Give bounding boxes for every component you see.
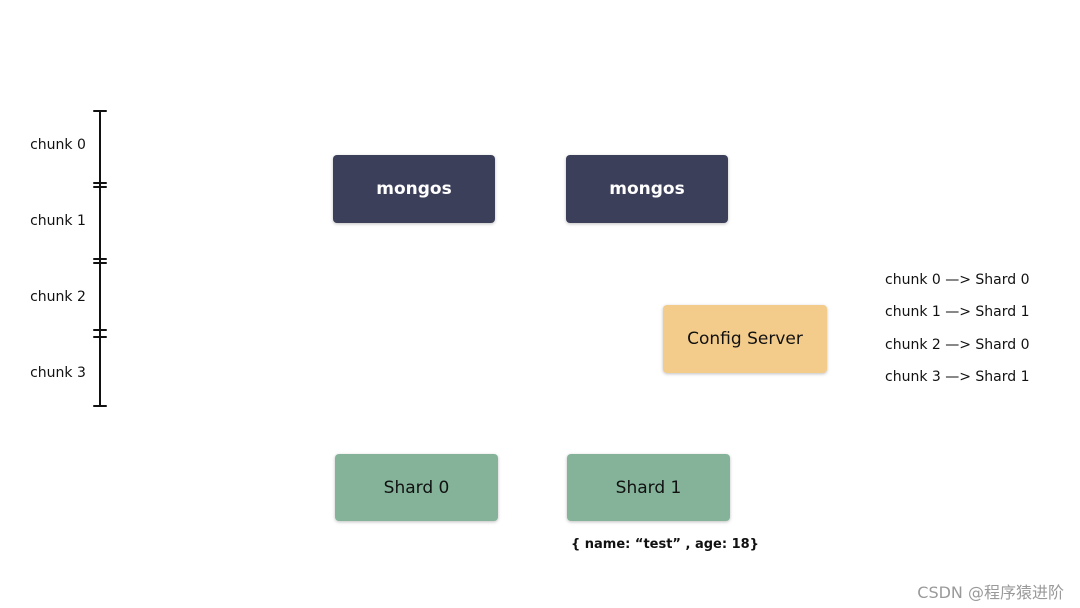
document-example: { name: “test” , age: 18} (571, 537, 759, 552)
mongos-node-1: mongos (333, 155, 495, 223)
mapping-chunk-1: chunk 1 —> Shard 1 (885, 304, 1030, 320)
mongos-label: mongos (376, 179, 452, 199)
mongos-label: mongos (609, 179, 685, 199)
mapping-chunk-2: chunk 2 —> Shard 0 (885, 337, 1030, 353)
config-server-node: Config Server (663, 305, 827, 373)
shard-node-0: Shard 0 (335, 454, 498, 521)
mapping-chunk-3: chunk 3 —> Shard 1 (885, 369, 1030, 385)
mapping-chunk-0: chunk 0 —> Shard 0 (885, 272, 1030, 288)
chunk-label-0: chunk 0 (30, 137, 86, 153)
config-server-label: Config Server (687, 329, 803, 349)
chunk-label-2: chunk 2 (30, 289, 86, 305)
chunk-label-3: chunk 3 (30, 365, 86, 381)
watermark: CSDN @程序猿进阶 (917, 583, 1064, 602)
shard-label: Shard 1 (615, 477, 682, 498)
chunk-label-1: chunk 1 (30, 213, 86, 229)
shard-node-1: Shard 1 (567, 454, 730, 521)
mongos-node-2: mongos (566, 155, 728, 223)
shard-label: Shard 0 (383, 477, 450, 498)
chunk-range-ruler (93, 110, 107, 407)
